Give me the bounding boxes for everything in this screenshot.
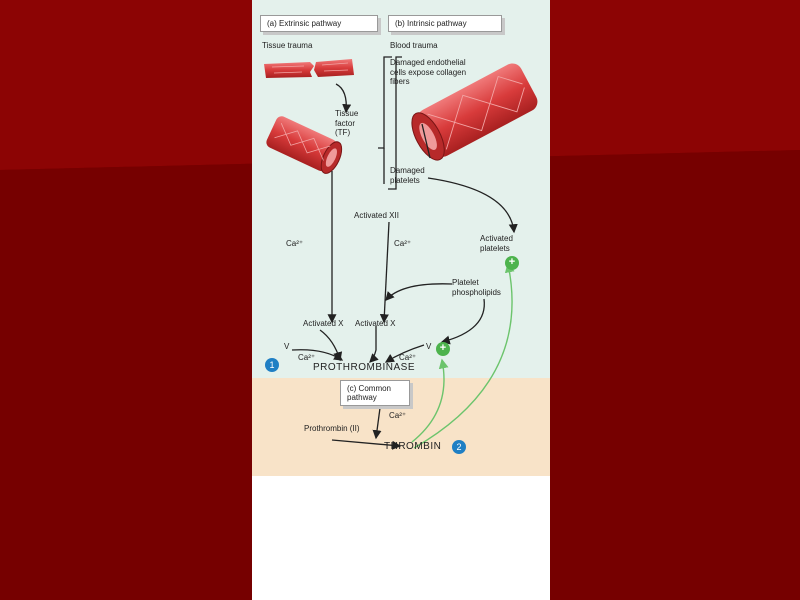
tissue-trauma-label: Tissue trauma — [262, 41, 313, 50]
intrinsic-pathway-title: (b) Intrinsic pathway — [388, 15, 502, 33]
activated-x-left-label: Activated X — [303, 319, 344, 328]
thrombin-label: THROMBIN — [384, 441, 442, 452]
diagram-panel: (a) Extrinsic pathway (b) Intrinsic path… — [252, 0, 550, 600]
factor-v-left-label: V — [284, 342, 290, 351]
pathway-graphics — [264, 56, 538, 450]
factor-v-right-label: V — [426, 342, 432, 351]
step-2-badge: 2 — [452, 440, 466, 454]
calcium-low-left-label: Ca²⁺ — [298, 353, 316, 362]
damaged-platelets-label: Damaged platelets — [390, 166, 425, 185]
blood-trauma-label: Blood trauma — [390, 41, 438, 50]
extrinsic-vessel-illustration — [266, 116, 343, 174]
activated-x-right-label: Activated X — [355, 319, 396, 328]
step-1-badge: 1 — [265, 358, 279, 372]
prothrombinase-label: PROTHROMBINASE — [313, 362, 416, 373]
pathway-arrows — [291, 56, 518, 450]
common-pathway-title: (c) Common pathway — [340, 380, 410, 407]
blank-zone — [252, 476, 550, 600]
tissue-factor-label: Tissue factor (TF) — [335, 109, 359, 138]
torn-vessel-illustration — [264, 59, 354, 78]
calcium-left-label: Ca²⁺ — [286, 239, 304, 248]
platelet-phospholipids-label: Platelet phospholipids — [452, 278, 501, 297]
damaged-endothelial-label: Damaged endothelial cells expose collage… — [390, 58, 467, 87]
positive-feedback-plus-2: + — [436, 342, 450, 356]
prothrombin-label: Prothrombin (II) — [304, 424, 360, 433]
activated-platelets-label: Activated platelets — [480, 234, 513, 253]
positive-feedback-plus-1: + — [505, 256, 519, 270]
feedback-arrows — [411, 262, 515, 449]
intrinsic-vessel-illustration — [411, 63, 538, 161]
calcium-common-label: Ca²⁺ — [389, 411, 407, 420]
extrinsic-pathway-title: (a) Extrinsic pathway — [260, 15, 378, 33]
calcium-mid-label: Ca²⁺ — [394, 239, 412, 248]
calcium-low-right-label: Ca²⁺ — [399, 353, 417, 362]
activated-xii-label: Activated XII — [354, 211, 399, 220]
